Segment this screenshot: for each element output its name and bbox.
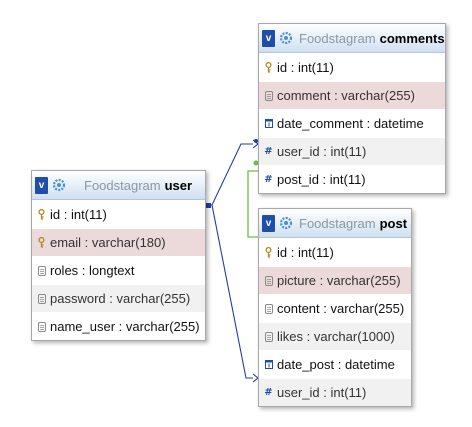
table-user[interactable]: v Foodstagram user id : int(11) email : …: [31, 170, 206, 341]
column-label: post_id : int(11): [277, 172, 366, 187]
column-row[interactable]: date_post : datetime: [259, 350, 411, 378]
table-header[interactable]: v Foodstagram user: [32, 171, 205, 200]
relation-comments-user: [206, 139, 259, 206]
gear-icon[interactable]: [279, 216, 293, 230]
key-icon: [264, 62, 273, 73]
table-name: user: [164, 177, 193, 193]
datetime-icon: [264, 119, 273, 128]
gear-icon[interactable]: [279, 31, 293, 45]
column-row[interactable]: email : varchar(180): [32, 228, 205, 256]
column-row[interactable]: picture : varchar(255): [259, 266, 411, 294]
column-label: roles : longtext: [50, 263, 135, 278]
table-header[interactable]: v Foodstagram comments: [259, 24, 445, 53]
column-label: id : int(11): [50, 207, 107, 222]
column-list: id : int(11) email : varchar(180) roles …: [32, 200, 205, 340]
column-row[interactable]: content : varchar(255): [259, 294, 411, 322]
key-icon: [37, 237, 46, 248]
relation-comments-post: [247, 160, 259, 238]
column-label: date_post : datetime: [277, 357, 395, 372]
text-field-icon: [37, 321, 46, 332]
column-row[interactable]: password : varchar(255): [32, 284, 205, 312]
column-label: likes : varchar(1000): [277, 329, 395, 344]
column-row[interactable]: name_user : varchar(255): [32, 312, 205, 340]
numeric-icon: #: [264, 387, 273, 398]
column-row[interactable]: id : int(11): [32, 200, 205, 228]
text-field-icon: [264, 90, 273, 101]
column-label: comment : varchar(255): [277, 88, 415, 103]
column-row[interactable]: likes : varchar(1000): [259, 322, 411, 350]
column-row[interactable]: # user_id : int(11): [259, 378, 411, 406]
column-row[interactable]: id : int(11): [259, 53, 445, 81]
column-label: id : int(11): [277, 60, 334, 75]
column-row[interactable]: # post_id : int(11): [259, 165, 445, 193]
column-list: id : int(11) picture : varchar(255) cont…: [259, 238, 411, 406]
numeric-icon: #: [264, 146, 273, 157]
table-comments[interactable]: v Foodstagram comments id : int(11) comm…: [258, 23, 446, 194]
database-name: Foodstagram: [299, 215, 376, 231]
relation-post-user: [206, 203, 259, 383]
column-row[interactable]: comment : varchar(255): [259, 81, 445, 109]
column-label: name_user : varchar(255): [50, 319, 200, 334]
table-header[interactable]: v Foodstagram post: [259, 209, 411, 238]
gear-icon[interactable]: [52, 178, 66, 192]
text-field-icon: [264, 275, 273, 286]
table-name: comments: [379, 30, 445, 46]
column-label: picture : varchar(255): [277, 273, 401, 288]
database-name: Foodstagram: [84, 177, 161, 193]
column-row[interactable]: roles : longtext: [32, 256, 205, 284]
datetime-icon: [264, 360, 273, 369]
column-label: email : varchar(180): [50, 235, 166, 250]
key-icon: [264, 247, 273, 258]
key-icon: [37, 209, 46, 220]
column-label: user_id : int(11): [277, 385, 367, 400]
column-label: password : varchar(255): [50, 291, 191, 306]
column-label: date_comment : datetime: [277, 116, 424, 131]
text-field-icon: [264, 303, 273, 314]
collapse-toggle[interactable]: v: [35, 176, 48, 194]
column-label: user_id : int(11): [277, 144, 367, 159]
column-label: content : varchar(255): [277, 301, 405, 316]
collapse-toggle[interactable]: v: [262, 29, 275, 47]
numeric-icon: #: [264, 174, 273, 185]
column-label: id : int(11): [277, 245, 334, 260]
text-field-icon: [37, 293, 46, 304]
column-row[interactable]: id : int(11): [259, 238, 411, 266]
text-field-icon: [37, 265, 46, 276]
table-post[interactable]: v Foodstagram post id : int(11) picture …: [258, 208, 412, 407]
text-field-icon: [264, 331, 273, 342]
collapse-toggle[interactable]: v: [262, 214, 275, 232]
table-name: post: [379, 215, 408, 231]
column-row[interactable]: date_comment : datetime: [259, 109, 445, 137]
database-name: Foodstagram: [299, 30, 376, 46]
column-row[interactable]: # user_id : int(11): [259, 137, 445, 165]
column-list: id : int(11) comment : varchar(255) date…: [259, 53, 445, 193]
